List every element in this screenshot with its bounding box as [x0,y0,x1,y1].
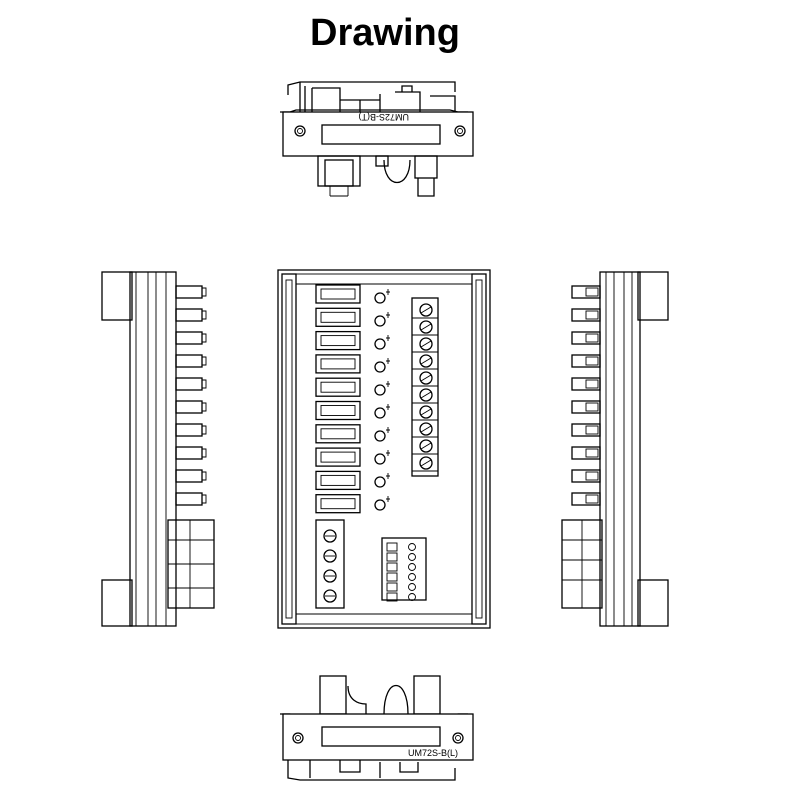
right-side-view [561,271,669,627]
screw-terminal [412,405,438,421]
side-clip [571,446,601,460]
side-clip [571,308,601,322]
side-clip [571,331,601,345]
side-clip [175,492,207,506]
screw-terminal [412,371,438,387]
side-clip [571,469,601,483]
relay [315,330,361,351]
power-terminals [323,529,337,603]
side-clip [571,354,601,368]
top-view: UM72S-B(T) [280,81,474,197]
relay [315,470,361,491]
side-clip [571,492,601,506]
relay [315,424,361,444]
relay [315,400,361,421]
front-view [277,269,491,629]
screw-terminal [412,388,438,404]
side-clip [175,469,207,483]
led-indicator [374,450,390,465]
led-indicator [374,358,390,373]
relay [315,307,361,327]
relay-array [315,284,361,514]
screw-terminal [412,337,438,353]
led-indicator [374,381,390,396]
relay [315,377,361,397]
side-clip [175,285,207,299]
screw-terminal [412,456,438,472]
side-clip [571,377,601,391]
drawing-title: Drawing [310,12,460,54]
led-array [374,289,390,511]
left-side-view [101,271,215,627]
led-indicator [374,404,390,419]
terminal-array [412,303,438,472]
led-indicator [374,335,390,350]
screw-terminal [412,354,438,370]
right-side-clips [571,285,601,506]
side-clip [175,331,207,345]
side-clip [175,377,207,391]
side-clip [571,400,601,414]
relay [315,447,361,467]
screw-terminal [412,439,438,455]
relay [315,494,361,514]
top-view-label: UM72S-B(T) [358,112,409,122]
led-indicator [374,496,390,511]
led-indicator [374,289,390,304]
screw-terminal [412,303,438,319]
bottom-view-label: UM72S-B(L) [408,748,458,758]
side-clip [175,354,207,368]
side-clip [175,446,207,460]
side-clip [175,400,207,414]
side-clip [571,423,601,437]
led-indicator [374,427,390,442]
signal-connector [386,542,416,602]
screw-terminal [412,422,438,438]
signal-pin [386,582,416,592]
led-indicator [374,473,390,488]
side-clip [175,423,207,437]
relay [315,354,361,374]
left-side-clips [175,285,207,506]
side-clip [571,285,601,299]
signal-pin [386,562,416,572]
signal-pin [386,592,416,602]
led-indicator [374,312,390,327]
signal-pin [386,552,416,562]
relay [315,284,361,304]
side-clip [175,308,207,322]
screw-terminal [412,320,438,336]
bottom-view: UM72S-B(L) [280,675,474,781]
signal-pin [386,542,416,552]
signal-pin [386,572,416,582]
